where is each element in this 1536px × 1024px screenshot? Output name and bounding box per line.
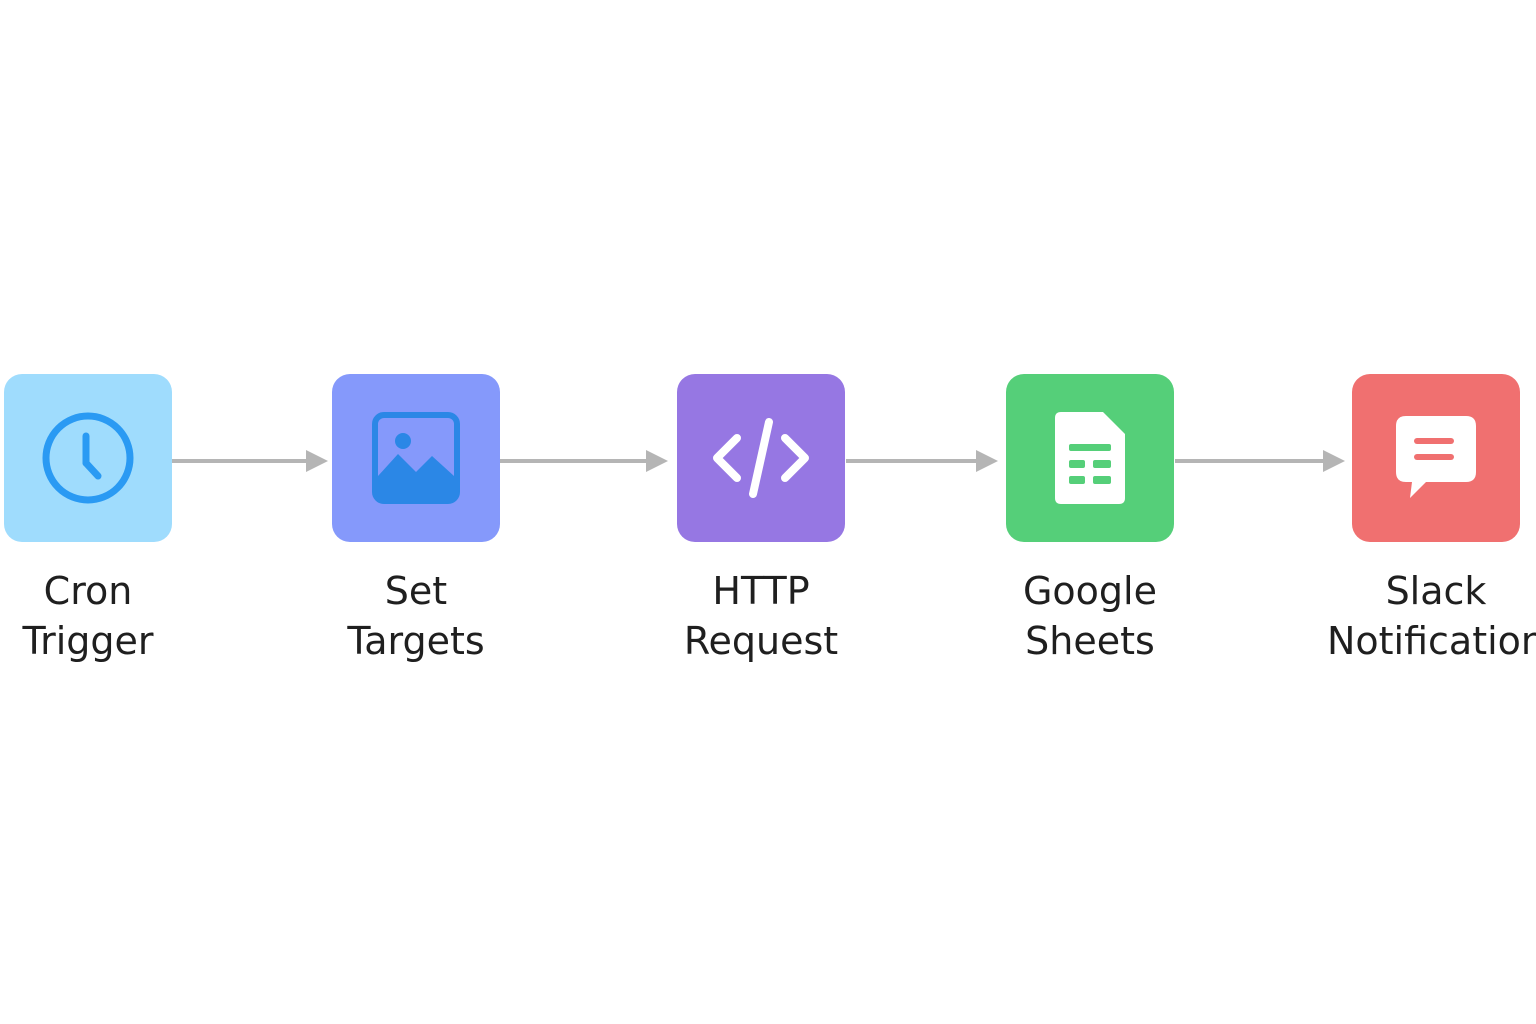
chat-bubble-icon xyxy=(1396,416,1476,500)
label-line: Slack xyxy=(1385,569,1487,613)
node-slack-notification[interactable] xyxy=(1352,374,1520,542)
node-google-sheets[interactable] xyxy=(1006,374,1174,542)
arrow-right-icon xyxy=(1175,450,1345,472)
label-line: Sheets xyxy=(1025,619,1155,663)
label-line: Cron xyxy=(43,569,133,613)
image-icon xyxy=(372,412,460,504)
node-cron-trigger[interactable] xyxy=(4,374,172,542)
node-label-set-targets: Set Targets xyxy=(266,566,566,666)
label-line: Set xyxy=(384,569,448,613)
clock-icon xyxy=(40,410,136,506)
label-line: Targets xyxy=(347,619,485,663)
arrow-right-icon xyxy=(500,450,668,472)
node-label-slack-notification: Slack Notification xyxy=(1286,566,1536,666)
node-label-google-sheets: Google Sheets xyxy=(940,566,1240,666)
label-line: Request xyxy=(683,619,839,663)
label-line: Trigger xyxy=(22,619,154,663)
label-line: Notification xyxy=(1326,619,1536,663)
label-line: Google xyxy=(1022,569,1157,613)
node-label-cron-trigger: Cron Trigger xyxy=(0,566,238,666)
node-http-request[interactable] xyxy=(677,374,845,542)
node-set-targets[interactable] xyxy=(332,374,500,542)
arrow-right-icon xyxy=(172,450,328,472)
code-icon xyxy=(711,416,811,500)
spreadsheet-icon xyxy=(1055,412,1125,504)
label-line: HTTP xyxy=(712,569,810,613)
node-label-http-request: HTTP Request xyxy=(611,566,911,666)
arrow-right-icon xyxy=(846,450,998,472)
